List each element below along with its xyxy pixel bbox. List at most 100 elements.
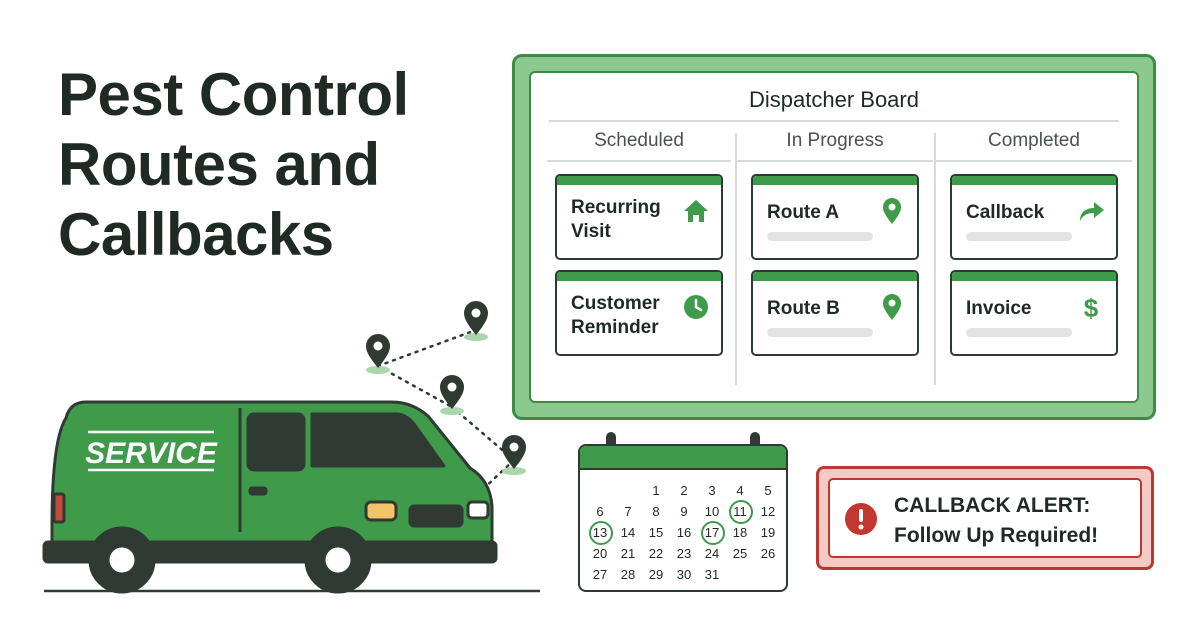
page-title: Pest Control Routes and Callbacks [58, 60, 498, 270]
task-card-customer-reminder[interactable]: Customer Reminder [555, 270, 723, 356]
column-header-rule [737, 160, 933, 162]
card-label: Route B [767, 298, 840, 319]
map-pin-icon [883, 198, 901, 224]
calendar-day[interactable]: 25 [732, 546, 748, 561]
calendar-day[interactable]: 13 [586, 521, 614, 545]
task-card-invoice[interactable]: Invoice $ [950, 270, 1118, 356]
card-label-line: Reminder [571, 317, 659, 338]
calendar-day[interactable]: 9 [680, 504, 688, 519]
calendar-day[interactable]: 17 [698, 521, 726, 545]
card-placeholder-bar [966, 328, 1072, 337]
task-card-recurring-visit[interactable]: Recurring Visit [555, 174, 723, 260]
calendar-day[interactable]: 3 [708, 483, 716, 498]
calendar-day[interactable]: 2 [680, 483, 688, 498]
map-pin-icon [502, 435, 526, 469]
title-line-1: Pest Control [58, 61, 409, 128]
calendar-day[interactable]: 26 [760, 546, 776, 561]
calendar-day[interactable]: 10 [704, 504, 720, 519]
card-placeholder-bar [767, 232, 873, 241]
map-pin-icon [464, 301, 488, 335]
board-divider [549, 120, 1119, 122]
column-completed: Completed Callback Invoice $ [936, 120, 1132, 387]
column-divider [934, 133, 936, 385]
calendar-day[interactable]: 19 [760, 525, 776, 540]
card-accent-bar [753, 176, 917, 185]
calendar-day[interactable]: 7 [624, 504, 632, 519]
card-label: Invoice [966, 298, 1032, 319]
calendar-empty-cell [614, 480, 642, 501]
column-header: Completed [988, 130, 1080, 151]
calendar-header [580, 446, 786, 470]
card-accent-bar [753, 272, 917, 281]
calendar-day[interactable]: 23 [676, 546, 692, 561]
calendar-day[interactable]: 14 [620, 525, 636, 540]
task-card-route-b[interactable]: Route B [751, 270, 919, 356]
map-pin-icon [883, 294, 901, 320]
calendar-day[interactable]: 16 [676, 525, 692, 540]
callback-alert[interactable]: CALLBACK ALERT: Follow Up Required! [828, 478, 1142, 558]
calendar-day[interactable]: 24 [704, 546, 720, 561]
title-line-2: Routes and [58, 131, 380, 198]
calendar-day[interactable]: 6 [596, 504, 604, 519]
clock-icon [684, 295, 708, 319]
calendar-day[interactable]: 27 [592, 567, 608, 582]
card-accent-bar [952, 272, 1116, 281]
calendar-day[interactable]: 22 [648, 546, 664, 561]
card-label: Customer Reminder [571, 292, 686, 340]
calendar-day[interactable]: 4 [736, 483, 744, 498]
column-header-rule [936, 160, 1132, 162]
task-card-route-a[interactable]: Route A [751, 174, 919, 260]
calendar-day[interactable]: 8 [652, 504, 660, 519]
card-label: Route A [767, 202, 840, 223]
card-accent-bar [557, 176, 721, 185]
calendar-day[interactable]: 12 [760, 504, 776, 519]
forward-arrow-icon [1080, 202, 1104, 221]
card-label: Callback [966, 202, 1045, 223]
calendar-day[interactable]: 11 [726, 500, 754, 524]
calendar-day[interactable]: 18 [732, 525, 748, 540]
map-pin-icon [366, 334, 390, 368]
column-divider [735, 133, 737, 385]
card-placeholder-bar [966, 232, 1072, 241]
callback-alert-frame: CALLBACK ALERT: Follow Up Required! [816, 466, 1154, 570]
calendar-day[interactable]: 30 [676, 567, 692, 582]
card-accent-bar [557, 272, 721, 281]
card-accent-bar [952, 176, 1116, 185]
calendar-empty-cell [754, 564, 782, 585]
column-header: In Progress [786, 130, 884, 151]
alert-title: CALLBACK ALERT: [894, 494, 1091, 517]
home-icon [684, 200, 708, 222]
service-van [42, 400, 498, 594]
calendar-day[interactable]: 15 [648, 525, 664, 540]
board-title: Dispatcher Board [749, 87, 919, 112]
column-in-progress: In Progress Route A Route B [737, 120, 933, 387]
calendar-day[interactable]: 21 [620, 546, 636, 561]
title-line-3: Callbacks [58, 201, 334, 268]
dispatcher-board-frame: Dispatcher Board Scheduled Recurring Vis… [512, 54, 1156, 420]
card-label-line: Visit [571, 221, 611, 242]
task-card-callback[interactable]: Callback [950, 174, 1118, 260]
calendar-day[interactable]: 28 [620, 567, 636, 582]
dispatcher-board: Dispatcher Board Scheduled Recurring Vis… [529, 71, 1139, 403]
card-placeholder-bar [767, 328, 873, 337]
card-label-line: Recurring [571, 197, 661, 218]
calendar-day[interactable]: 1 [652, 483, 660, 498]
calendar-empty-cell [586, 480, 614, 501]
card-label-line: Customer [571, 293, 660, 314]
alert-message: Follow Up Required! [894, 524, 1099, 547]
column-header-rule [547, 160, 731, 162]
card-label: Recurring Visit [571, 196, 686, 244]
svg-text:$: $ [1084, 293, 1099, 322]
van-service-label: SERVICE [85, 437, 218, 470]
van-route-illustration: SERVICE [42, 301, 540, 594]
calendar-day[interactable]: 5 [764, 483, 772, 498]
calendar-day[interactable]: 20 [592, 546, 608, 561]
column-scheduled: Scheduled Recurring Visit Customer Remin… [547, 120, 731, 387]
exclamation-icon [845, 503, 877, 535]
calendar-empty-cell [726, 564, 754, 585]
calendar-day[interactable]: 29 [648, 567, 664, 582]
calendar-day[interactable]: 31 [704, 567, 720, 582]
map-pin-icon [440, 375, 464, 409]
